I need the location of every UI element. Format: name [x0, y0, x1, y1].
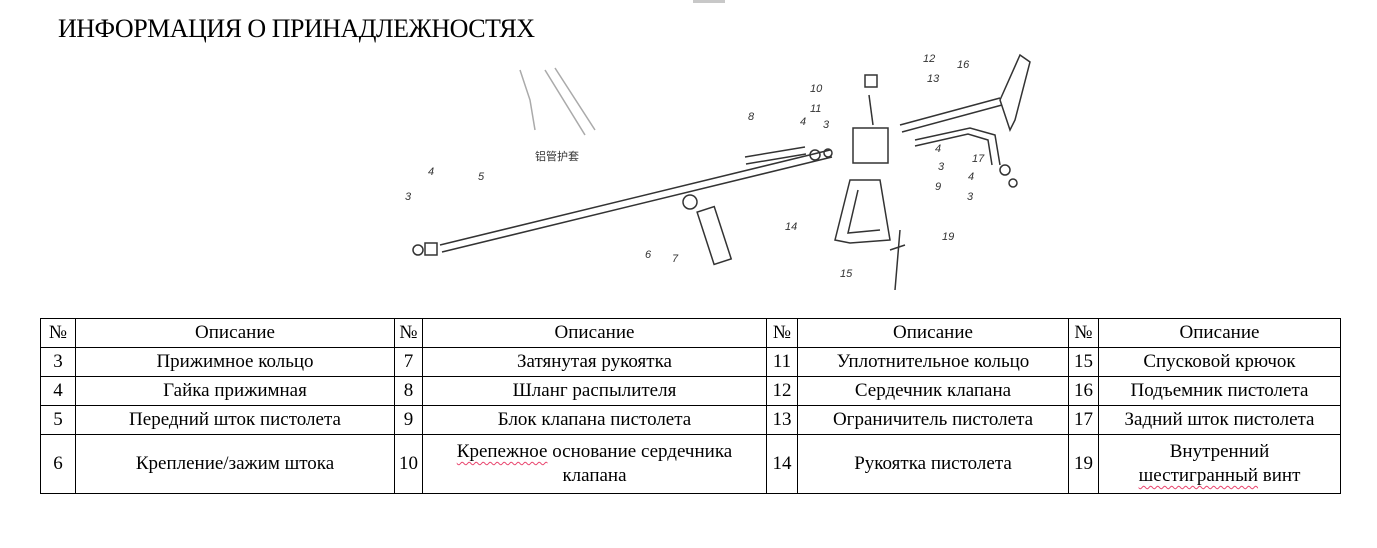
part-label: 15: [840, 268, 853, 280]
part-label: 3: [967, 191, 974, 203]
part-description: Внутренний шестигранный винт: [1098, 434, 1341, 494]
part-number: 11: [766, 347, 798, 377]
part-description: Подъемник пистолета: [1098, 376, 1341, 406]
part-label: 7: [672, 253, 679, 265]
part-label: 5: [478, 171, 485, 183]
description-text: Внутренний: [1169, 441, 1270, 462]
part-label: 10: [810, 83, 823, 95]
part-number: 7: [394, 347, 423, 377]
part-description: Шланг распылителя: [422, 376, 767, 406]
part-label: 17: [972, 153, 985, 165]
part-description: Ограничитель пистолета: [797, 405, 1069, 435]
exploded-diagram: 铝管护套 3 4 5 6 7 8 4 3 10 11 12 13 16 9 3 …: [405, 53, 1031, 291]
part-label: 4: [968, 171, 974, 183]
part-number: 16: [1068, 376, 1099, 406]
header-desc: Описание: [1098, 318, 1341, 348]
part-label: 3: [823, 119, 830, 131]
part-description: Рукоятка пистолета: [797, 434, 1069, 494]
part-description: Затянутая рукоятка: [422, 347, 767, 377]
header-num: №: [766, 318, 798, 348]
part-description: Крепление/зажим штока: [75, 434, 395, 494]
scroll-tab: [693, 0, 725, 3]
inset-caption: 铝管护套: [535, 149, 579, 163]
table-header-row: № Описание № Описание № Описание № Описа…: [40, 318, 1341, 348]
header-num: №: [1068, 318, 1099, 348]
part-number: 10: [394, 434, 423, 494]
part-number: 3: [40, 347, 76, 377]
header-desc: Описание: [422, 318, 767, 348]
part-label: 14: [785, 221, 797, 233]
spellcheck-word: Крепежное: [456, 441, 548, 462]
part-label: 4: [935, 143, 941, 155]
part-label: 13: [927, 73, 940, 85]
part-description: Спусковой крючок: [1098, 347, 1341, 377]
description-text: винт: [1258, 465, 1301, 486]
spellcheck-word: шестигранный: [1138, 465, 1259, 486]
part-label: 16: [957, 59, 970, 71]
part-number: 14: [766, 434, 798, 494]
part-number: 5: [40, 405, 76, 435]
part-number: 13: [766, 405, 798, 435]
part-label: 11: [810, 103, 821, 115]
part-description: Передний шток пистолета: [75, 405, 395, 435]
part-number: 6: [40, 434, 76, 494]
page-title: ИНФОРМАЦИЯ О ПРИНАДЛЕЖНОСТЯХ: [58, 14, 535, 43]
part-label: 4: [428, 166, 434, 178]
header-num: №: [40, 318, 76, 348]
part-label: 19: [942, 231, 954, 243]
header-num: №: [394, 318, 423, 348]
header-desc: Описание: [75, 318, 395, 348]
part-number: 4: [40, 376, 76, 406]
part-description: Крепежное основание сердечника клапана: [422, 434, 767, 494]
part-description: Задний шток пистолета: [1098, 405, 1341, 435]
description-text: основание сердечника клапана: [547, 441, 733, 486]
part-description: Прижимное кольцо: [75, 347, 395, 377]
part-number: 19: [1068, 434, 1099, 494]
part-number: 15: [1068, 347, 1099, 377]
part-description: Уплотнительное кольцо: [797, 347, 1069, 377]
parts-table: № Описание № Описание № Описание № Описа…: [40, 318, 1341, 494]
part-description: Сердечник клапана: [797, 376, 1069, 406]
part-label: 8: [748, 111, 755, 123]
part-label: 3: [938, 161, 945, 173]
part-number: 17: [1068, 405, 1099, 435]
part-label: 12: [923, 53, 935, 65]
part-label: 3: [405, 191, 412, 203]
part-label: 4: [800, 116, 806, 128]
part-label: 9: [935, 181, 941, 193]
part-label: 6: [645, 249, 652, 261]
header-desc: Описание: [797, 318, 1069, 348]
part-number: 8: [394, 376, 423, 406]
part-number: 9: [394, 405, 423, 435]
part-description: Гайка прижимная: [75, 376, 395, 406]
part-number: 12: [766, 376, 798, 406]
part-description: Блок клапана пистолета: [422, 405, 767, 435]
